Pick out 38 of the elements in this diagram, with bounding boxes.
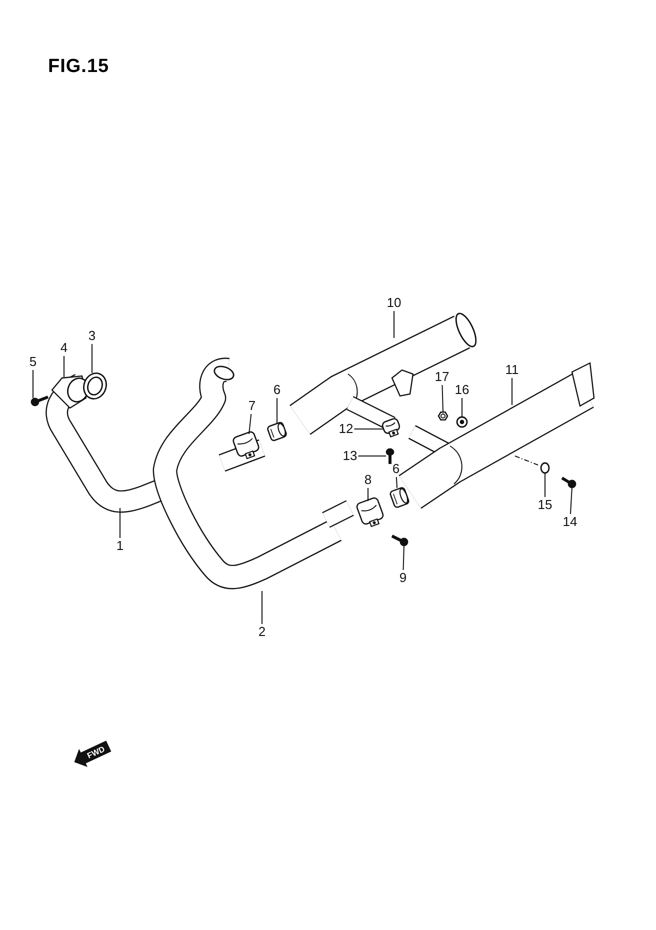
- callout-number: 1: [116, 539, 124, 553]
- leader-line: [248, 414, 252, 434]
- muffler: [290, 312, 477, 435]
- callout-number: 7: [248, 399, 256, 413]
- leader-line: [402, 544, 404, 570]
- bolt: [30, 396, 49, 406]
- callout-number: 9: [399, 571, 407, 585]
- leader-line: [442, 384, 444, 412]
- callout-number: 8: [364, 473, 372, 487]
- direction-label: FWD: [84, 744, 108, 762]
- callout-number: 11: [505, 363, 519, 377]
- bolt: [561, 476, 576, 488]
- leader-line: [570, 486, 572, 514]
- leader-line: [32, 370, 34, 398]
- bolt: [386, 448, 394, 464]
- callout-number: 16: [454, 383, 470, 397]
- figure-title: FIG.15: [48, 56, 110, 78]
- leader-line: [276, 398, 278, 424]
- clamp: [232, 430, 260, 460]
- bolt: [391, 534, 408, 546]
- nut: [438, 411, 448, 421]
- callout-number: 5: [29, 355, 37, 369]
- callout-number: 6: [273, 383, 281, 397]
- callout-number: 15: [538, 498, 552, 512]
- callout-number: 2: [258, 625, 266, 639]
- callout-number: 12: [338, 422, 354, 436]
- callout-number: 13: [342, 449, 358, 463]
- exhaust-pipe: [46, 374, 266, 513]
- callout-number: 4: [60, 341, 68, 355]
- leader-line: [396, 476, 398, 488]
- callout-number: 6: [392, 462, 400, 476]
- leader-line: [354, 428, 384, 430]
- callout-number: 10: [386, 296, 402, 310]
- muffler: [398, 362, 595, 509]
- callout-number: 17: [434, 370, 450, 384]
- leader-line: [544, 472, 546, 498]
- callout-number: 3: [88, 329, 96, 343]
- callout-number: 14: [562, 515, 578, 529]
